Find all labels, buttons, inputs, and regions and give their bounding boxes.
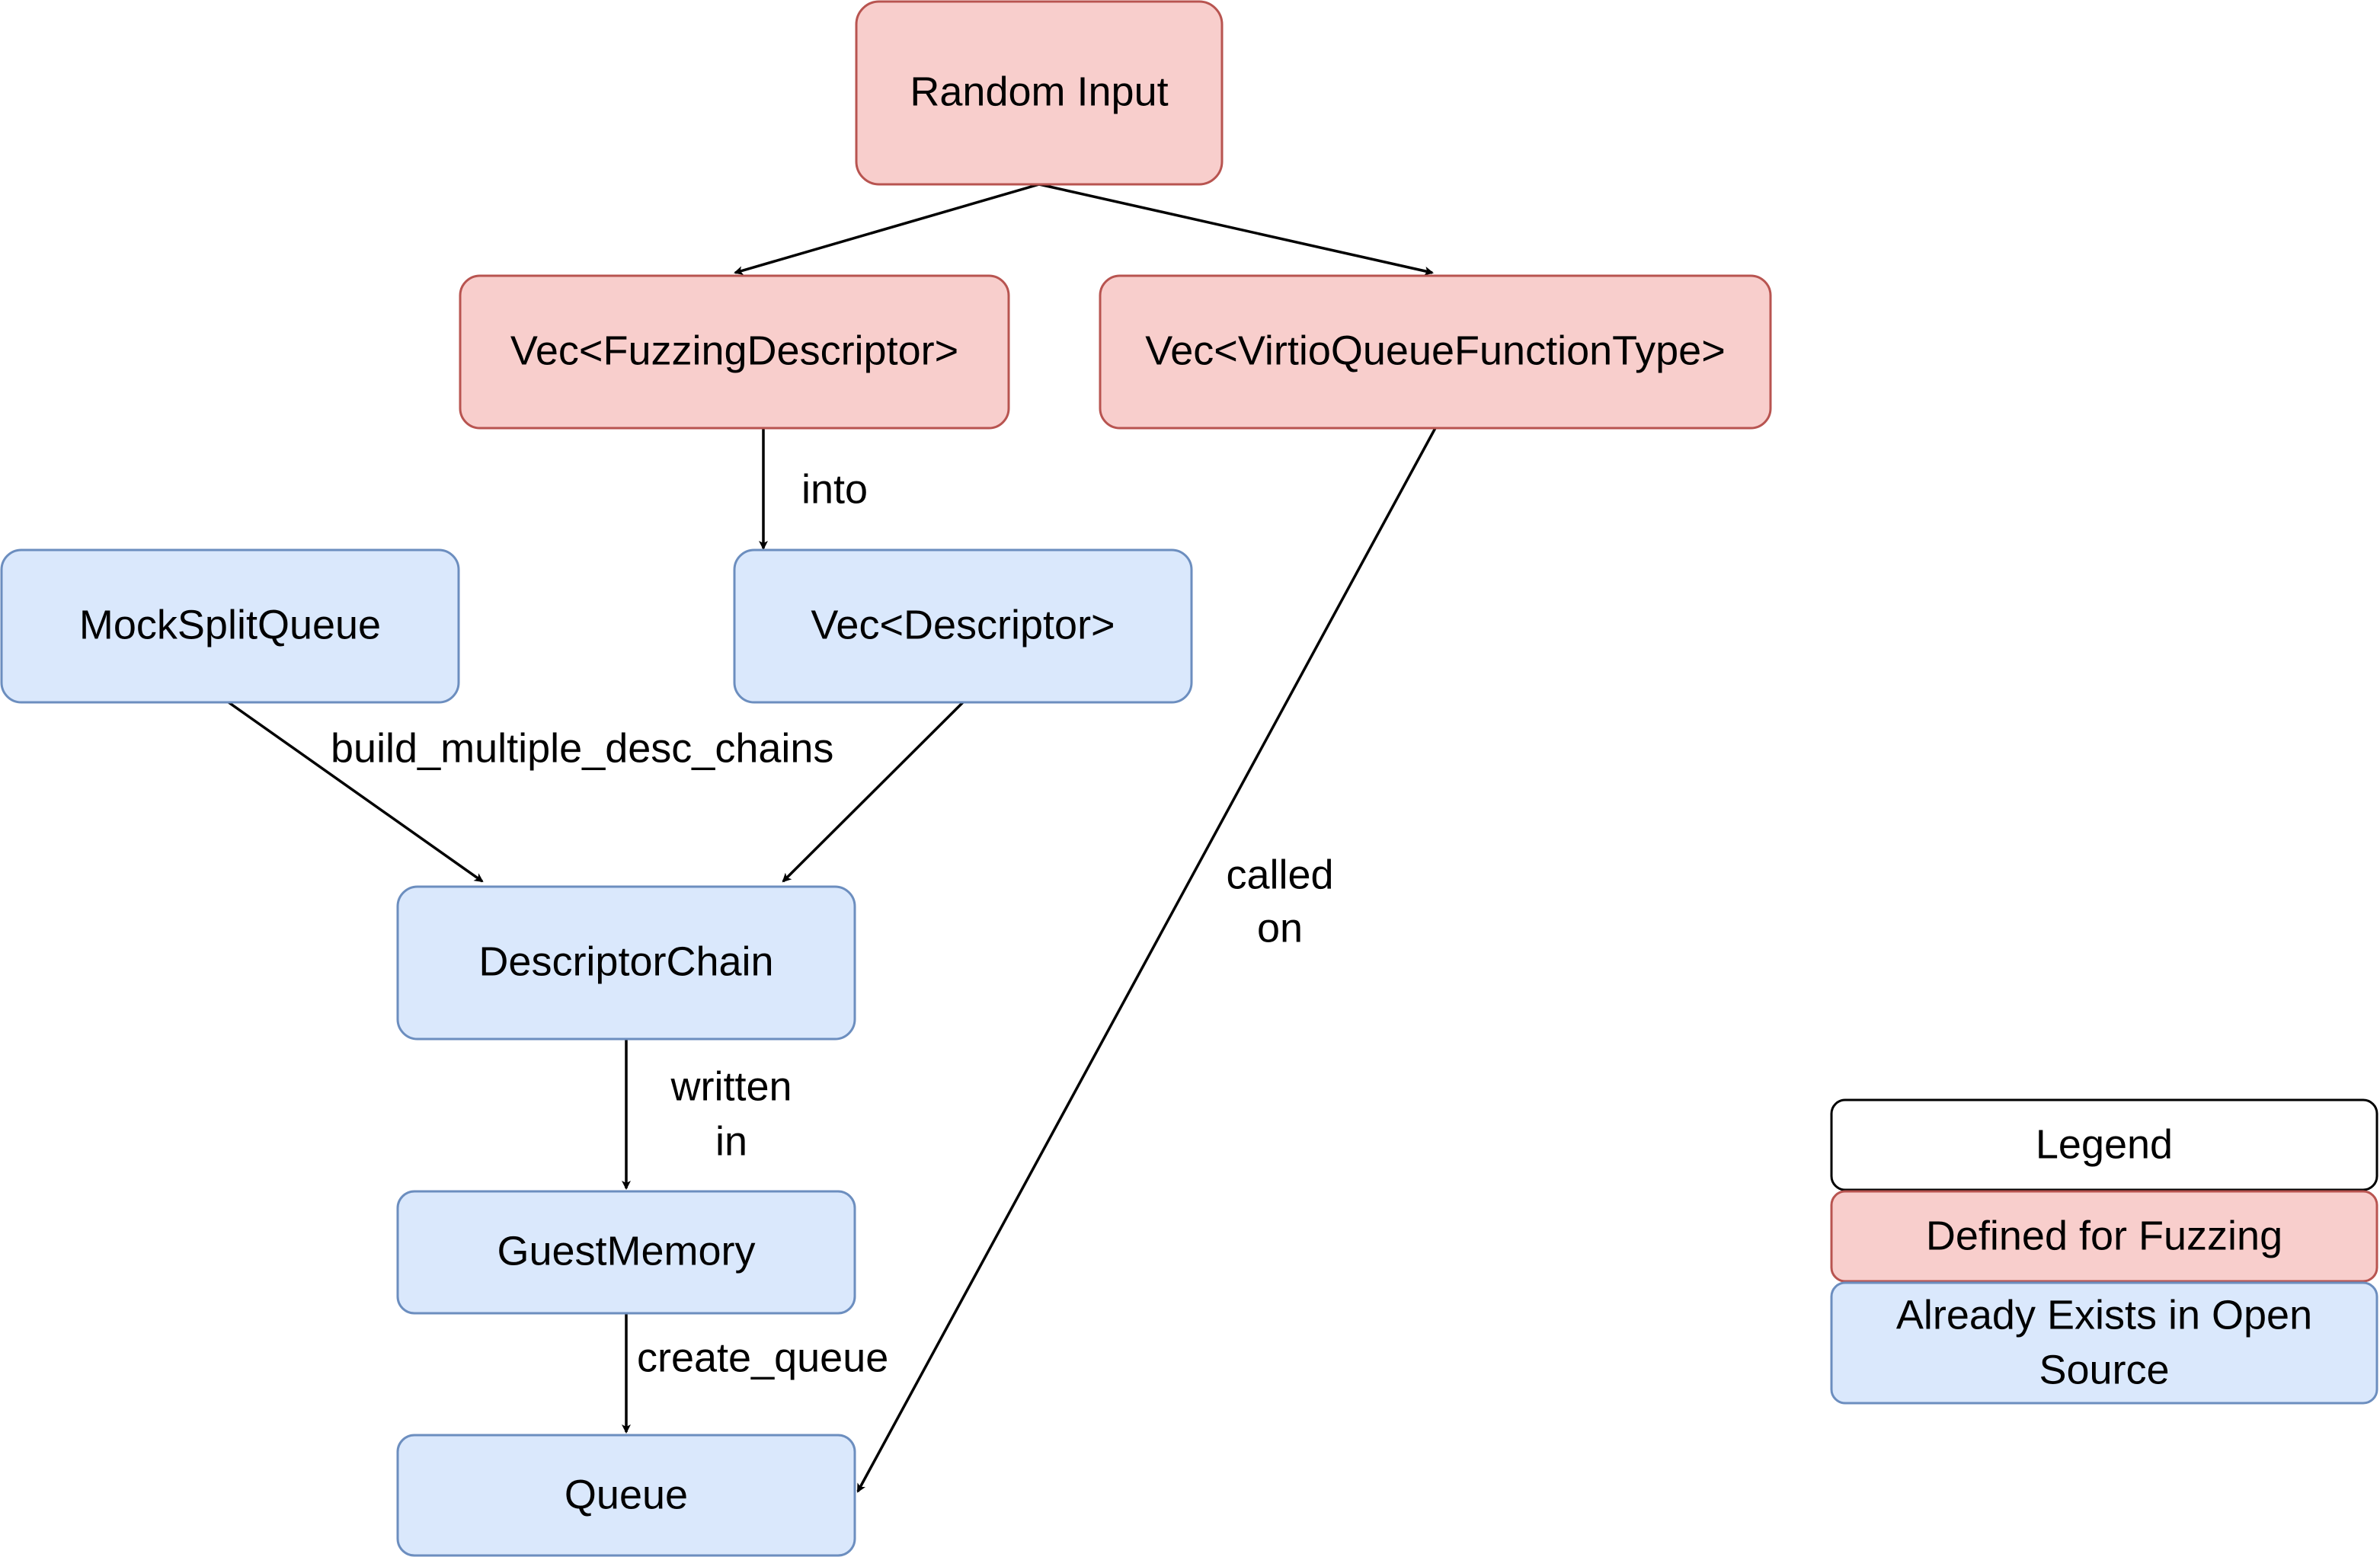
node-mock-split-queue: MockSplitQueue [0, 548, 460, 704]
edge-mocksplit-to-chain [227, 701, 484, 883]
edge-label-called: called [1226, 852, 1333, 897]
node-random-input-label: Random Input [910, 69, 1168, 114]
edge-label-create-queue: create_queue [637, 1335, 888, 1380]
edge-labels: into build_multiple_desc_chains called o… [331, 466, 1334, 1380]
edge-label-written: written [670, 1063, 792, 1109]
node-vec-descriptor-label: Vec<Descriptor> [811, 602, 1115, 647]
edge-random-to-virtiofn [1038, 183, 1434, 276]
node-descriptor-chain: DescriptorChain [396, 885, 856, 1041]
edges [227, 183, 1437, 1493]
edge-descriptor-to-chain [782, 701, 964, 883]
legend-title-box: Legend [1830, 1098, 2378, 1191]
legend-oss-box: Already Exists in Open Source [1830, 1281, 2378, 1405]
legend-fuzz-label: Defined for Fuzzing [1926, 1213, 2282, 1258]
node-vec-virtio-queue-function-type: Vec<VirtioQueueFunctionType> [1099, 274, 1772, 430]
node-mock-split-queue-label: MockSplitQueue [79, 602, 381, 647]
node-vec-descriptor: Vec<Descriptor> [733, 548, 1193, 704]
node-guest-memory-label: GuestMemory [497, 1228, 755, 1274]
edge-random-to-fuzzdesc [734, 183, 1040, 275]
legend-title: Legend [2036, 1121, 2173, 1167]
edge-label-build-multiple-desc-chains: build_multiple_desc_chains [331, 725, 833, 771]
legend-fuzz-box: Defined for Fuzzing [1830, 1190, 2378, 1283]
node-random-input: Random Input [855, 0, 1224, 186]
node-vec-fuzzing-descriptor-label: Vec<FuzzingDescriptor> [510, 328, 958, 373]
node-queue-label: Queue [565, 1472, 688, 1517]
edge-label-in: in [715, 1118, 747, 1164]
edge-virtiofn-to-queue [856, 427, 1437, 1493]
node-guest-memory: GuestMemory [396, 1190, 856, 1315]
node-descriptor-chain-label: DescriptorChain [478, 938, 773, 984]
node-vec-virtio-queue-function-type-label: Vec<VirtioQueueFunctionType> [1145, 328, 1726, 373]
node-vec-fuzzing-descriptor: Vec<FuzzingDescriptor> [459, 274, 1010, 430]
legend-oss-label-line1: Already Exists in Open [1896, 1292, 2312, 1338]
edge-label-into: into [801, 466, 868, 512]
edge-label-on: on [1257, 905, 1303, 951]
node-queue: Queue [396, 1434, 856, 1557]
legend: Legend Defined for Fuzzing Already Exist… [1830, 1098, 2378, 1405]
legend-oss-label-line2: Source [2039, 1347, 2169, 1392]
